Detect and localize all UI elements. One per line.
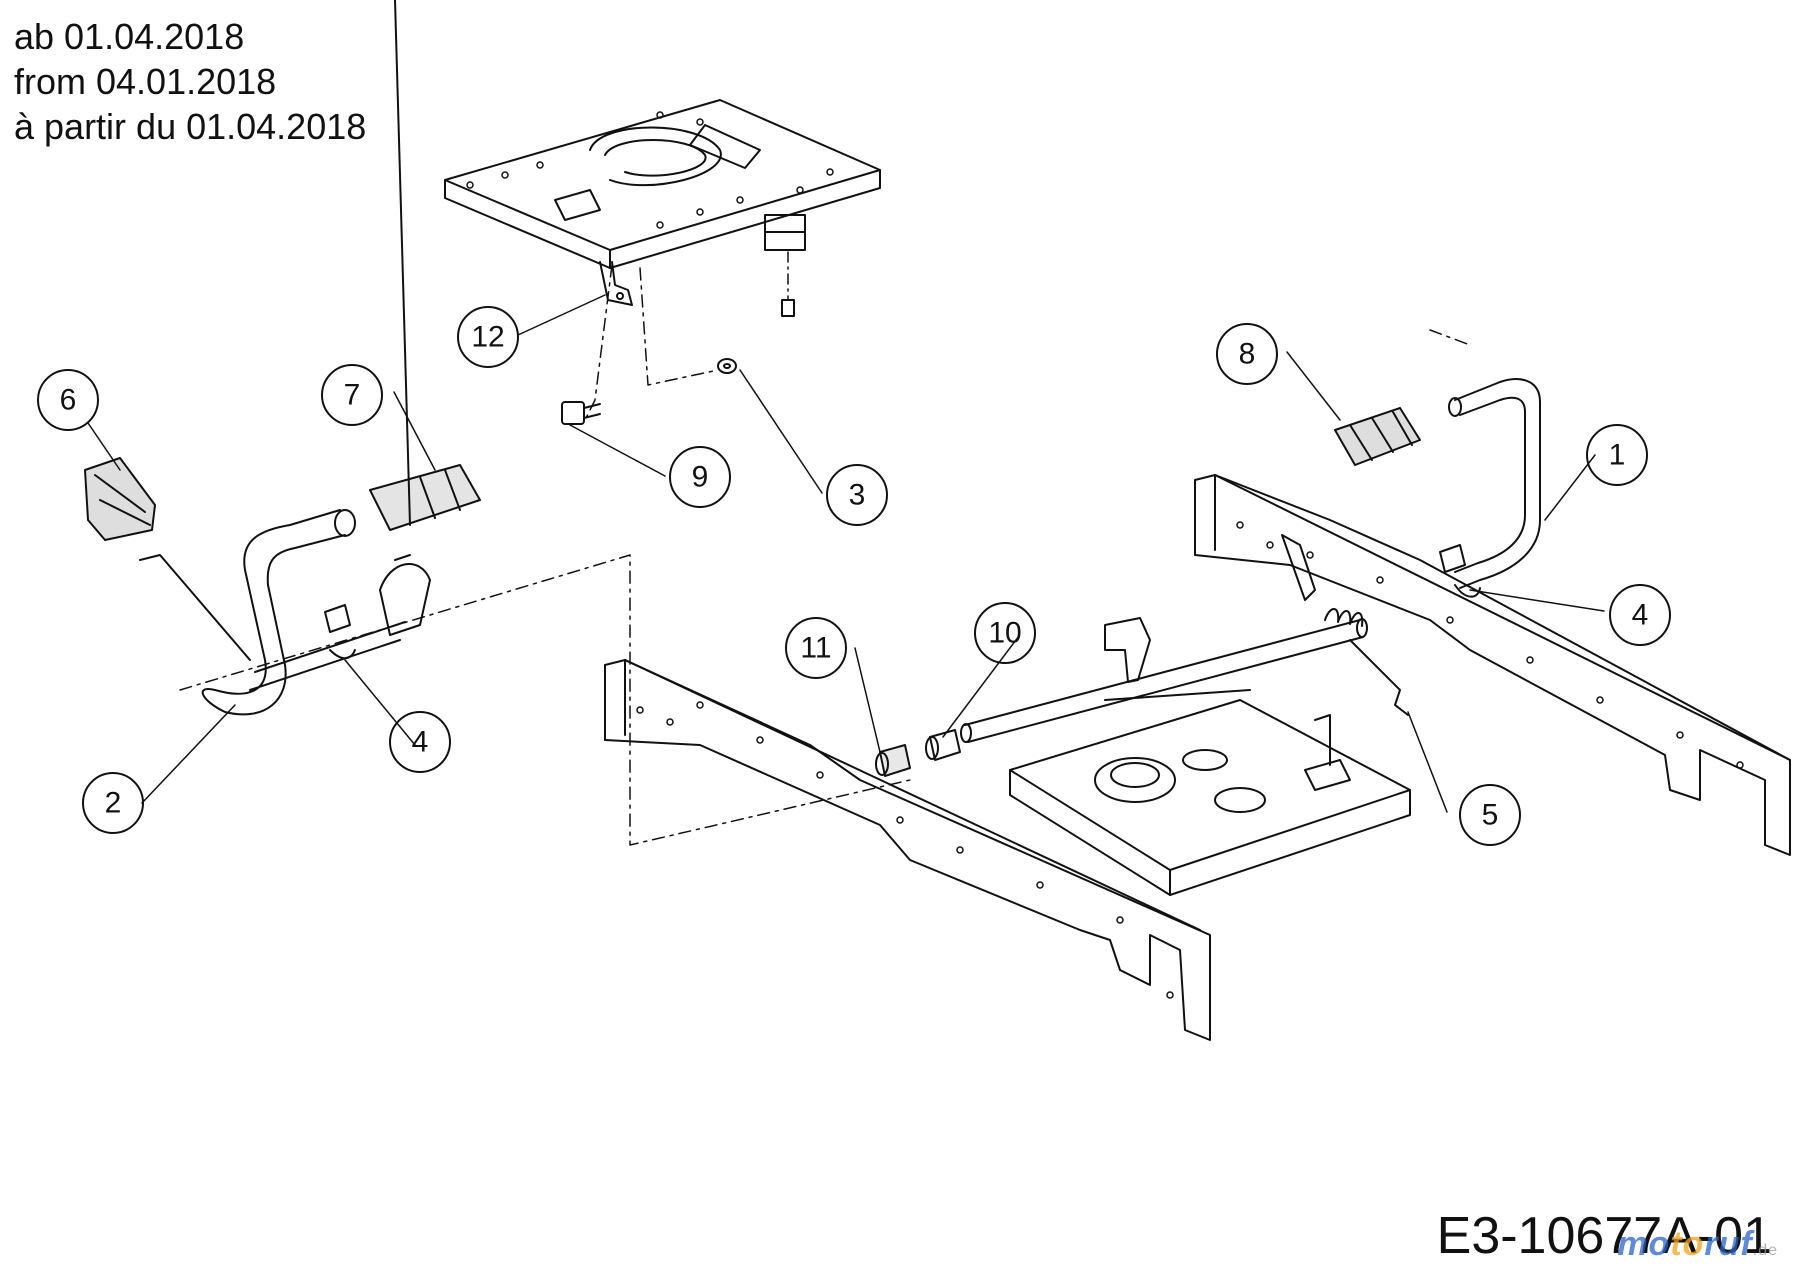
- svg-text:7: 7: [344, 379, 361, 412]
- header-text: ab 01.04.2018 from 04.01.2018 à partir d…: [14, 14, 366, 149]
- svg-text:12: 12: [471, 321, 504, 354]
- watermark-logo: motoruf.de: [1617, 1225, 1778, 1263]
- header-line-en: from 04.01.2018: [14, 61, 277, 102]
- callout-2: 2: [82, 772, 144, 834]
- svg-text:2: 2: [105, 787, 122, 820]
- callout-3: 3: [826, 464, 888, 526]
- callout-11: 11: [785, 617, 847, 679]
- washer-3: [717, 358, 737, 374]
- callout-12: 12: [457, 306, 519, 368]
- clip-4-left: [324, 604, 356, 660]
- bushing-11: [875, 744, 911, 777]
- spring-5: [1324, 608, 1409, 716]
- callout-6: 6: [37, 369, 99, 431]
- diagram-code: E3-10677A-01: [1436, 1207, 1772, 1265]
- seat-screw: [781, 251, 795, 317]
- svg-text:9: 9: [692, 461, 709, 494]
- header-line-de: ab 01.04.2018: [14, 16, 245, 57]
- callout-9: 9: [669, 446, 731, 508]
- svg-text:3: 3: [849, 479, 866, 512]
- callout-7: 7: [321, 364, 383, 426]
- frame-rail-right: [1194, 474, 1791, 856]
- header-line-fr: à partir du 01.04.2018: [14, 106, 367, 147]
- svg-text:11: 11: [800, 632, 831, 665]
- seat-plate: [444, 99, 881, 269]
- lever-2: [139, 509, 431, 716]
- svg-text:10: 10: [988, 617, 1021, 650]
- clip-4-right: [1439, 544, 1481, 598]
- grip-7: [369, 0, 481, 531]
- svg-text:4: 4: [412, 726, 429, 759]
- bushing-10: [925, 729, 961, 761]
- handle-1: [1448, 378, 1541, 589]
- seat-bracket: [599, 261, 633, 306]
- callout-1: 1: [1586, 424, 1648, 486]
- callout-10: 10: [974, 602, 1036, 664]
- cross-plate: [1009, 689, 1411, 896]
- callout-5: 5: [1459, 784, 1521, 846]
- svg-text:8: 8: [1239, 338, 1256, 371]
- callouts: 12 6 7 9 3 8 1 4: [37, 306, 1671, 846]
- callout-8: 8: [1216, 323, 1278, 385]
- leader-lines: [87, 294, 1605, 813]
- shaft: [960, 618, 1368, 743]
- callout-4b: 4: [1609, 584, 1671, 646]
- bolt-9: [561, 401, 601, 425]
- shaft-bracket: [1104, 534, 1316, 683]
- svg-text:6: 6: [60, 384, 77, 417]
- svg-text:4: 4: [1632, 599, 1649, 632]
- grip-8: [1334, 407, 1421, 466]
- grip-6: [84, 457, 156, 541]
- svg-text:5: 5: [1482, 799, 1499, 832]
- frame-rail-left: [604, 659, 1211, 1041]
- callout-4a: 4: [389, 711, 451, 773]
- svg-text:1: 1: [1609, 439, 1626, 472]
